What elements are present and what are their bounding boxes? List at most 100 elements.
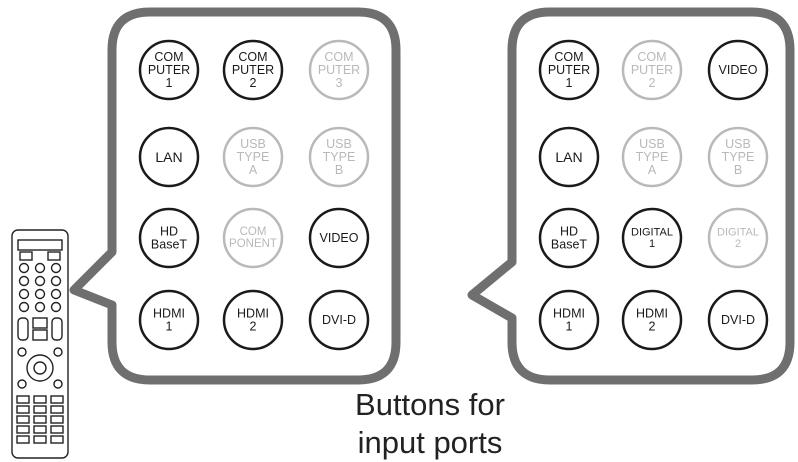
button-ring bbox=[538, 207, 600, 269]
button-label-line: COM bbox=[154, 50, 183, 64]
button-ring bbox=[707, 289, 769, 351]
button-ring bbox=[621, 126, 683, 188]
button-label-line: VIDEO bbox=[320, 231, 359, 245]
button-label-line: 2 bbox=[649, 320, 656, 334]
button-label-line: HD bbox=[160, 225, 178, 239]
button-lan: LAN bbox=[538, 126, 600, 188]
button-ring bbox=[222, 126, 284, 188]
button-label-line: B bbox=[335, 163, 343, 177]
callout-panel-left bbox=[69, 7, 401, 385]
button-ring bbox=[707, 39, 769, 101]
button-label-line: A bbox=[249, 163, 258, 177]
button-video: VIDEO bbox=[707, 39, 769, 101]
button-ring bbox=[222, 39, 284, 101]
caption: Buttons for input ports bbox=[340, 386, 520, 462]
button-label-line: 1 bbox=[166, 76, 173, 90]
button-ring bbox=[538, 39, 600, 101]
button-label-line: COM bbox=[324, 50, 353, 64]
button-label-line: A bbox=[648, 163, 657, 177]
button-label-line: VIDEO bbox=[719, 63, 758, 77]
input-buttons-right: COMPUTER1COMPUTER2VIDEOLANUSBTYPEAUSBTYP… bbox=[538, 39, 769, 351]
button-label-line: USB bbox=[725, 137, 751, 151]
button-label-line: HDMI bbox=[636, 307, 668, 321]
button-label-line: LAN bbox=[155, 149, 182, 165]
button-label-line: BaseT bbox=[151, 238, 187, 252]
button-label-line: PUTER bbox=[318, 63, 360, 77]
callout-panel-right bbox=[467, 7, 795, 385]
button-lan: LAN bbox=[138, 126, 200, 188]
button-label-line: HD bbox=[560, 225, 578, 239]
button-ring bbox=[138, 289, 200, 351]
button-ring bbox=[538, 289, 600, 351]
button-label-line: DIGITAL bbox=[717, 226, 759, 238]
button-label-line: TYPE bbox=[323, 150, 356, 164]
button-dvi-d: DVI-D bbox=[707, 289, 769, 351]
button-video: VIDEO bbox=[308, 207, 370, 269]
caption-line-1: Buttons for bbox=[355, 387, 505, 422]
button-label-line: USB bbox=[639, 137, 665, 151]
button-label-line: 1 bbox=[649, 238, 655, 250]
button-label-line: 1 bbox=[566, 320, 573, 334]
button-label-line: USB bbox=[240, 137, 266, 151]
button-ring bbox=[222, 207, 284, 269]
button-label-line: COM bbox=[554, 50, 583, 64]
button-label-line: USB bbox=[326, 137, 352, 151]
button-label-line: HDMI bbox=[237, 307, 269, 321]
button-ring bbox=[138, 39, 200, 101]
button-label-line: 2 bbox=[250, 76, 257, 90]
caption-line-2: input ports bbox=[357, 425, 503, 460]
button-label-line: 2 bbox=[250, 320, 257, 334]
input-buttons-left: COMPUTER1COMPUTER2COMPUTER3LANUSBTYPEAUS… bbox=[138, 39, 370, 351]
button-label-line: COM bbox=[637, 50, 666, 64]
button-ring bbox=[138, 126, 200, 188]
button-label-line: LAN bbox=[555, 149, 582, 165]
button-label-line: DVI-D bbox=[322, 313, 356, 327]
button-ring bbox=[707, 207, 769, 269]
button-ring bbox=[222, 289, 284, 351]
button-ring bbox=[621, 207, 683, 269]
button-label-line: 2 bbox=[649, 76, 656, 90]
button-label-line: BaseT bbox=[551, 238, 587, 252]
remote-control-illustration bbox=[11, 229, 69, 459]
button-label-line: B bbox=[734, 163, 742, 177]
button-label-line: 2 bbox=[735, 238, 741, 250]
button-label-line: HDMI bbox=[153, 307, 185, 321]
button-label-line: PUTER bbox=[232, 63, 274, 77]
button-ring bbox=[538, 126, 600, 188]
button-label-line: DIGITAL bbox=[631, 226, 673, 238]
button-ring bbox=[621, 289, 683, 351]
button-ring bbox=[138, 207, 200, 269]
button-label-line: HDMI bbox=[553, 307, 585, 321]
button-ring bbox=[308, 39, 370, 101]
button-label-line: DVI-D bbox=[721, 313, 755, 327]
button-label-line: PUTER bbox=[548, 63, 590, 77]
button-label-line: COM bbox=[238, 50, 267, 64]
button-ring bbox=[308, 289, 370, 351]
button-label-line: PUTER bbox=[148, 63, 190, 77]
button-dvi-d: DVI-D bbox=[308, 289, 370, 351]
button-label-line: TYPE bbox=[722, 150, 755, 164]
button-label-line: TYPE bbox=[636, 150, 669, 164]
button-ring bbox=[308, 126, 370, 188]
button-label-line: 1 bbox=[566, 76, 573, 90]
button-label-line: COM bbox=[240, 226, 267, 238]
button-ring bbox=[621, 39, 683, 101]
